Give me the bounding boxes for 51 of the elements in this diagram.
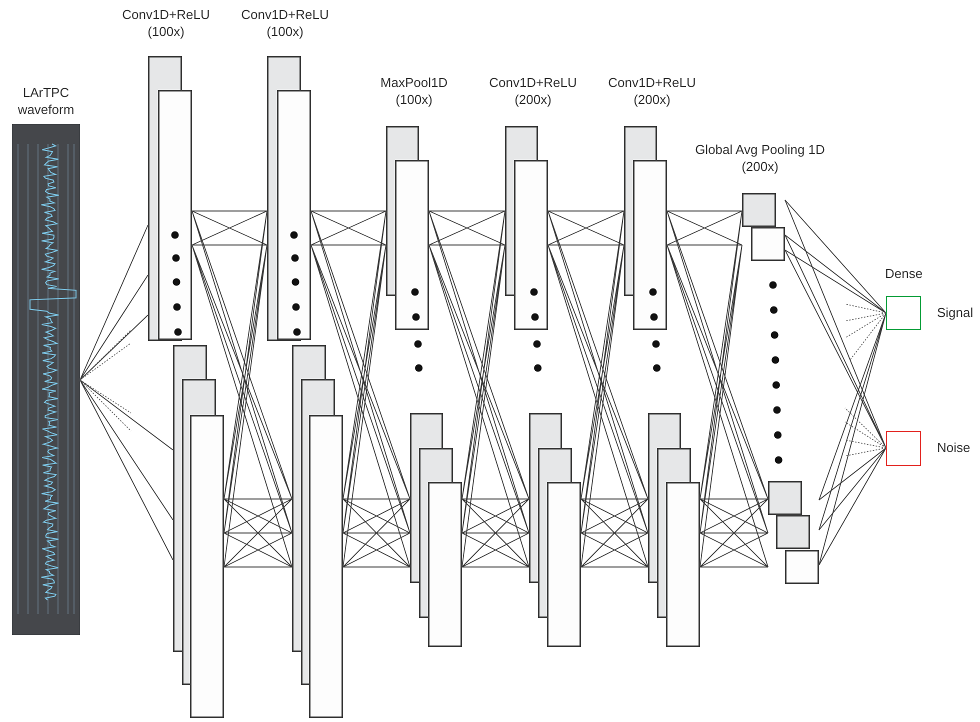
connection-line: [666, 210, 742, 246]
layer-stack: [292, 345, 343, 718]
connection-line: [224, 498, 292, 568]
layer-label: Conv1D+ReLU (200x): [607, 74, 697, 108]
connection-line: [80, 380, 174, 560]
layer-label: LArTPC waveform: [16, 84, 76, 118]
connection-line: [580, 210, 624, 568]
connection-line: [666, 210, 768, 568]
connection-line: [428, 210, 530, 568]
connection-line: [462, 498, 530, 568]
layer-stack: [173, 345, 224, 718]
layer-stack: [410, 413, 462, 647]
layer-stack: [386, 126, 429, 330]
connection-line: [700, 210, 742, 568]
picture: [12, 124, 80, 635]
connection-line: [192, 210, 292, 568]
connection-line: [310, 210, 386, 246]
layer-label: MaxPool1D (100x): [379, 74, 449, 108]
connection-line: [342, 498, 410, 568]
output-box: [886, 431, 921, 466]
layer-stack: [529, 413, 581, 647]
layer-label: Noise: [937, 439, 970, 456]
layer-stack: [267, 56, 311, 341]
connection-line: [818, 448, 886, 566]
layer-label: Conv1D+ReLU (100x): [121, 6, 211, 40]
layer-label: Conv1D+ReLU (200x): [488, 74, 578, 108]
connection-line: [428, 210, 506, 246]
connection-line: [700, 498, 768, 568]
connection-line: [548, 210, 648, 568]
connection-line: [784, 200, 886, 448]
connection-line: [224, 210, 268, 568]
layer-label: Global Avg Pooling 1D (200x): [694, 141, 826, 175]
layer-stack: [648, 413, 700, 647]
layer-label: Conv1D+ReLU (100x): [240, 6, 330, 40]
connection-line: [310, 210, 410, 568]
layer-label: Signal: [937, 304, 974, 321]
layer-stack: [505, 126, 548, 330]
layer-label: Dense: [885, 265, 923, 283]
connection-line: [818, 312, 886, 566]
connection-line: [342, 210, 386, 568]
connection-line: [548, 210, 624, 246]
connection-line: [580, 498, 648, 568]
connection-line: [462, 210, 506, 568]
layer-stack: [624, 126, 667, 330]
layer-stack: [742, 193, 785, 261]
layer-stack: [768, 481, 819, 584]
layer-stack: [148, 56, 192, 341]
connection-line: [80, 224, 148, 380]
connection-line: [192, 210, 268, 246]
output-box: [886, 296, 921, 330]
connection-line: [784, 200, 886, 314]
